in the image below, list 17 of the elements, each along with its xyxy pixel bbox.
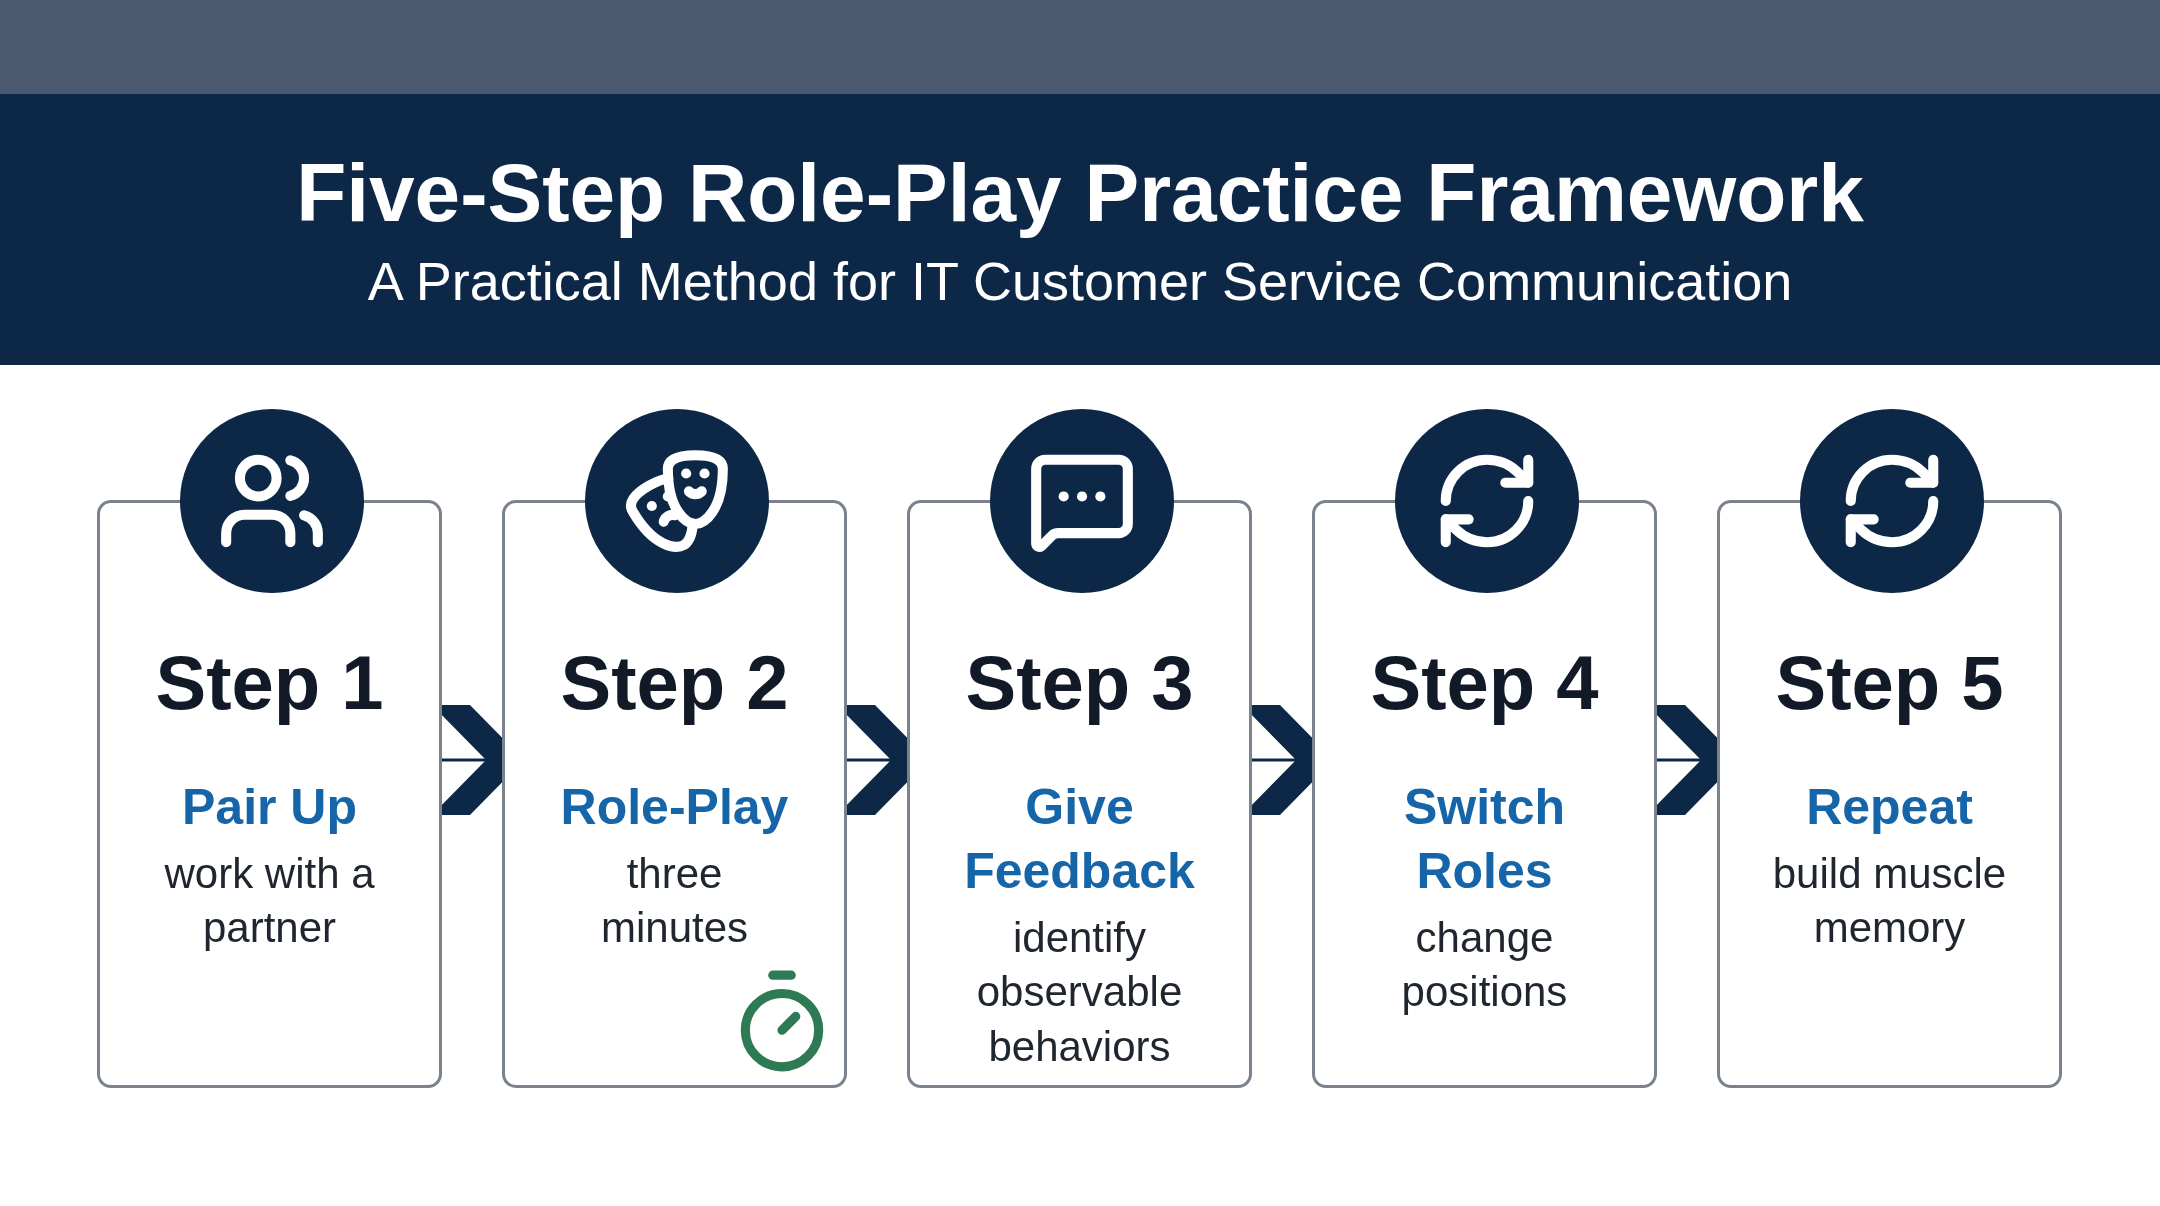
- step-title: Repeat: [1806, 777, 1973, 837]
- step-description: change positions: [1400, 912, 1569, 1018]
- step-description: work with a partner: [163, 848, 376, 954]
- step-number: Step 1: [155, 641, 384, 725]
- subtitle: A Practical Method for IT Customer Service Communication: [367, 251, 1793, 312]
- step-number: Step 4: [1370, 641, 1599, 725]
- step-title: Role-Play: [560, 777, 789, 837]
- step-title: Pair Up: [181, 777, 358, 837]
- step-description: build muscle memory: [1771, 848, 2008, 954]
- step-title: Switch Roles: [1402, 777, 1567, 901]
- title: Five-Step Role-Play Practice Framework: [296, 147, 1864, 238]
- step-number: Step 5: [1775, 641, 2004, 725]
- step-number: Step 3: [965, 641, 1194, 725]
- step-title: Give Feedback: [963, 777, 1196, 901]
- step-description: three minutes: [599, 848, 750, 954]
- step-description: identify observable behaviors: [975, 912, 1184, 1072]
- step-number: Step 2: [560, 641, 789, 725]
